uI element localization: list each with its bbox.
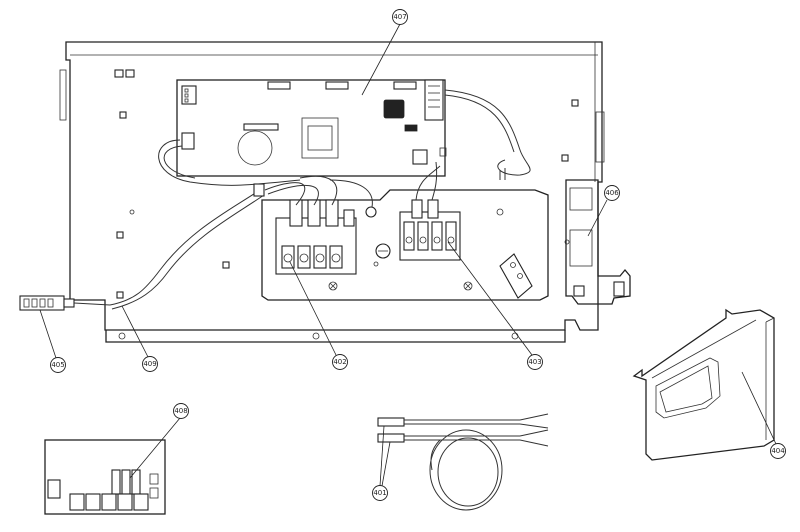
callout-408-circle <box>173 403 189 419</box>
callout-409-circle <box>142 356 158 372</box>
callout-409: 409 <box>143 360 156 368</box>
callout-402-circle <box>332 354 348 370</box>
callout-403-circle <box>527 354 543 370</box>
bracket-406 <box>565 179 631 305</box>
sensor-401 <box>377 413 549 511</box>
connector-405 <box>19 295 111 311</box>
callout-403: 403 <box>528 358 541 366</box>
callout-406-circle <box>604 185 620 201</box>
callout-404-circle <box>770 443 786 459</box>
terminal-block-403 <box>399 199 533 299</box>
callout-404: 404 <box>771 447 785 455</box>
callout-405-circle <box>50 357 66 373</box>
terminal-mounting-plate <box>261 189 549 301</box>
control-pcb <box>176 79 447 177</box>
electrical-box-chassis <box>59 41 605 343</box>
callouts: 407 406 405 409 402 403 408 404 401 <box>39 9 786 501</box>
display-pcb-408 <box>44 439 166 515</box>
callout-402: 402 <box>333 358 346 366</box>
callout-401-circle <box>372 485 388 501</box>
callout-407: 407 <box>393 13 406 21</box>
cover-panel-404 <box>632 308 775 461</box>
callout-406: 406 <box>605 189 619 197</box>
terminal-block-402 <box>275 199 377 275</box>
callout-408: 408 <box>174 407 187 415</box>
callout-407-circle <box>392 9 408 25</box>
callout-401: 401 <box>373 489 386 497</box>
callout-405: 405 <box>51 361 64 369</box>
internal-wiring <box>109 89 531 310</box>
